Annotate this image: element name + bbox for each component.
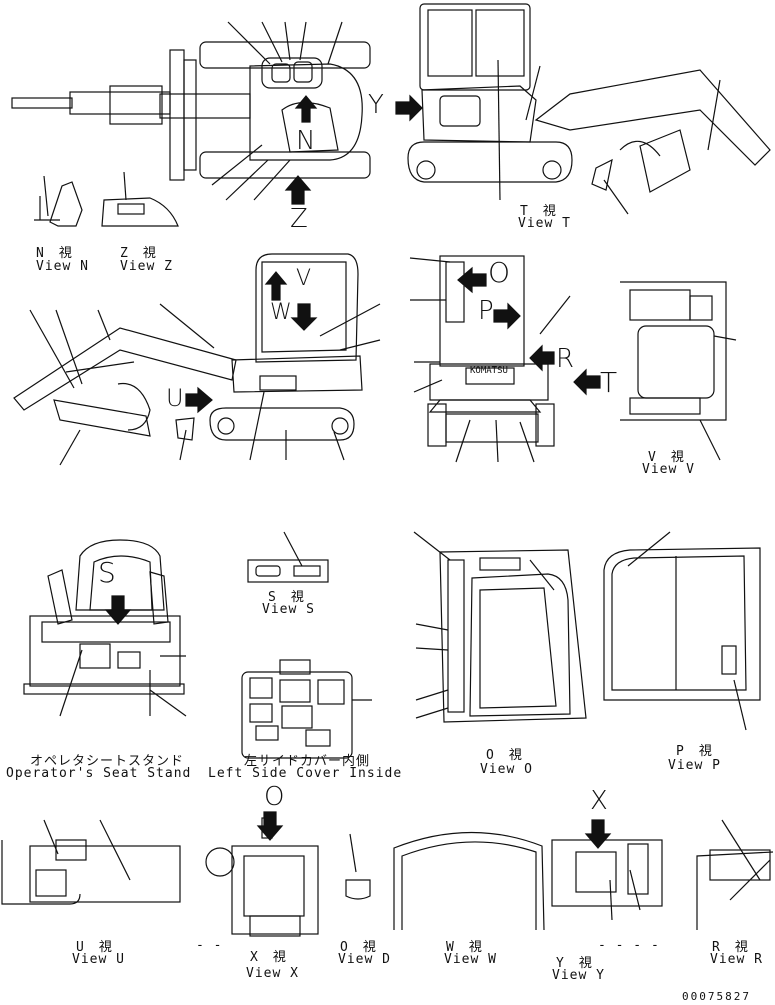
detail-r [696,819,774,930]
detail-s [247,531,329,583]
arrow-t [573,368,601,396]
letter-t: T [600,366,618,399]
detail-u [1,819,181,905]
part-number: 00075827 [682,990,751,1003]
seat-stand-en: Operator's Seat Stand [6,766,192,781]
letter-u: U [166,384,184,412]
view-d-en: View D [338,952,391,967]
letter-p: P [478,296,494,326]
rear-view [409,255,571,463]
arrow-u [185,386,213,414]
view-z-jp: Z 視 [120,246,157,261]
detail-z [101,171,179,227]
detail-v [620,281,737,461]
view-s-en: View S [262,602,315,617]
side-view-t [407,3,771,215]
side-view-u [13,253,381,466]
letter-y: Y [368,90,384,120]
top-plan-view [11,21,371,201]
view-o-en: View O [480,762,533,777]
dashes-right: - - - - [598,938,660,953]
view-v-jp: V 視 [648,450,685,465]
arrow-s [104,595,132,625]
view-w-jp: W 視 [446,940,483,955]
view-u-jp: U 視 [76,940,113,955]
letter-z: Z [290,204,308,234]
arrow-r [529,344,555,372]
view-t-jp: T 視 [520,204,557,219]
left-cover-en: Left Side Cover Inside [208,766,403,781]
arrow-y [395,94,423,122]
view-d-jp: O 視 [340,940,377,955]
dashes-left: - - [196,938,223,953]
detail-w [393,831,545,931]
arrow-v [264,271,288,301]
left-side-cover [241,659,372,759]
view-y-en: View Y [552,968,605,983]
letter-s: S [98,556,116,589]
letter-v: V [296,266,312,291]
cab-view-p [603,531,761,731]
letter-n: N [296,126,316,156]
cab-view-o [413,531,587,723]
view-y-jp: Y 視 [556,956,593,971]
view-x-jp: X 視 [250,950,287,965]
arrow-w [290,303,318,331]
view-r-en: View R [710,952,763,967]
view-r-jp: R 視 [712,940,749,955]
seat-stand-view [23,539,187,717]
brand-mark: KOMATSU [470,366,508,376]
seat-stand-jp: オペレタシートスタンド [30,754,185,769]
detail-x [205,817,319,937]
view-n-jp: N 視 [36,246,73,261]
arrow-x-lower [256,811,284,841]
arrow-o [457,266,487,294]
detail-d [345,833,371,900]
letter-w: W [270,300,292,325]
view-t-en: View T [518,216,571,231]
arrow-p [493,302,521,330]
arrow-y-lower [584,819,612,849]
letter-q: O [264,782,285,812]
view-w-en: View W [444,952,497,967]
letter-r: R [556,344,575,374]
view-p-en: View P [668,758,721,773]
view-p-jp: P 視 [676,744,713,759]
view-u-en: View U [72,952,125,967]
arrow-z [284,175,312,205]
view-z-en: View Z [120,259,173,274]
view-x-en: View X [246,966,299,981]
letter-o: O [488,256,511,289]
letter-x: X [590,786,608,816]
detail-y [551,839,663,921]
detail-n [34,175,83,227]
arrow-n [294,95,318,123]
view-n-en: View N [36,259,89,274]
view-s-jp: S 視 [268,590,305,605]
left-cover-jp: 左サイドカバー内側 [244,754,371,769]
view-v-en: View V [642,462,695,477]
view-o-jp: O 視 [486,748,523,763]
